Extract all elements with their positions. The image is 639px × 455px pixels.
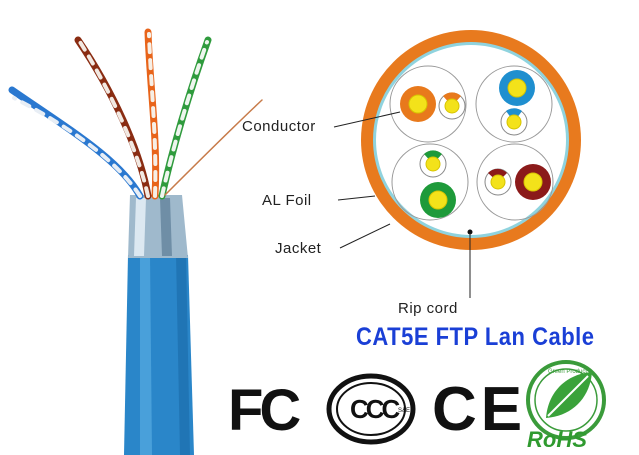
rohs-mark: RoHS: [527, 427, 587, 452]
conductor-leader: [333, 111, 401, 128]
conductor-label: Conductor: [242, 118, 316, 135]
pair-orange: [389, 65, 467, 143]
product-title: CAT5E FTP Lan Cable: [356, 322, 595, 351]
al-foil-label: AL Foil: [262, 192, 312, 209]
ce-logo: CE: [432, 375, 526, 444]
rohs-ring-text: Green Product: [548, 369, 587, 375]
rip-cord-label: Rip cord: [398, 300, 458, 317]
jacket-label: Jacket: [275, 240, 322, 257]
ce-mark: CE: [432, 375, 526, 444]
cross-section: [361, 30, 581, 250]
pair-brown: [476, 143, 554, 221]
fc-logo: FC: [228, 378, 304, 443]
cable-illustration: [8, 28, 263, 455]
ccc-sub: S&E: [398, 408, 410, 414]
pair-blue: [475, 65, 553, 143]
fc-mark: FC: [228, 378, 300, 443]
pair-green: [391, 143, 469, 221]
rohs-logo: Green Product RoHS: [526, 360, 606, 452]
leader-lines: [333, 111, 471, 298]
ccc-mark: CCC: [350, 394, 401, 424]
jacket-leader: [339, 223, 391, 249]
rip-cord-dot: [467, 229, 473, 235]
al-foil-leader: [337, 195, 376, 201]
inner-core: [376, 45, 566, 235]
ccc-logo: CCC S&E: [326, 373, 416, 445]
